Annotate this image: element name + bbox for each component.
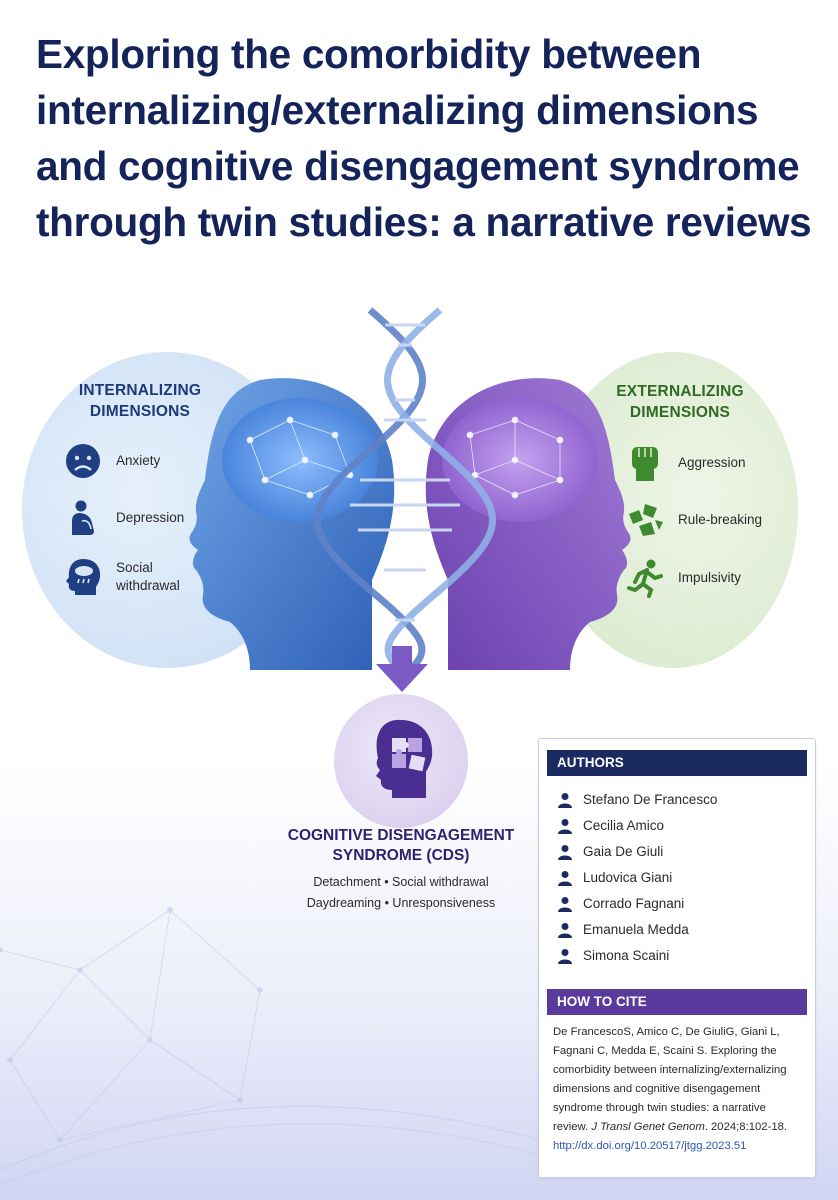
twin-heads-dna-illustration [189, 307, 631, 673]
citation-line: review. J Transl Genet Genom. 2024;8:102… [553, 1118, 805, 1137]
citation-line: dimensions and cognitive disengagement [553, 1083, 761, 1095]
citation-text: De FrancescoS, Amico C, De GiuliG, Giani… [553, 1023, 805, 1156]
author-item: Stefano De Francesco [557, 791, 717, 809]
author-name: Simona Scaini [583, 948, 670, 963]
person-icon [558, 949, 572, 964]
cds-desc-line: Detachment • Social withdrawal [313, 875, 489, 889]
how-to-cite-heading: HOW TO CITE [547, 989, 807, 1015]
purple-brain [442, 398, 598, 522]
externalizing-title-line: DIMENSIONS [629, 404, 731, 421]
title-line: Exploring the comorbidity between [36, 31, 702, 77]
person-icon [558, 819, 572, 834]
cds-circle [334, 694, 468, 828]
authors-heading: AUTHORS [547, 750, 807, 776]
person-icon [558, 871, 572, 886]
head-raincloud-icon [62, 556, 104, 598]
externalizing-title: EXTERNALIZING DIMENSIONS [590, 381, 770, 423]
title-line: and cognitive disengagement syndrome [36, 143, 800, 189]
author-name: Ludovica Giani [583, 870, 673, 885]
person-icon [558, 923, 572, 938]
item-label: Aggression [678, 455, 746, 470]
item-label: Depression [116, 510, 185, 525]
author-name: Emanuela Medda [583, 922, 689, 937]
poster-title: Exploring the comorbidity between intern… [36, 26, 816, 250]
citation-line: De FrancescoS, Amico C, De GiuliG, Giani… [553, 1026, 780, 1038]
title-line: through twin studies: a narrative review… [36, 199, 812, 245]
network-decoration [0, 907, 540, 1186]
author-name: Cecilia Amico [583, 818, 665, 833]
dna-helix [314, 307, 496, 673]
internalizing-title-line: DIMENSIONS [89, 403, 191, 420]
sitting-person-icon [62, 497, 104, 539]
broken-shapes-icon [624, 499, 666, 541]
down-arrow-icon [376, 646, 428, 692]
internalizing-title-line: INTERNALIZING [78, 382, 202, 399]
author-item: Corrado Fagnani [557, 895, 684, 913]
item-label: Rule-breaking [678, 512, 763, 527]
citation-line: syndrome through twin studies: a narrati… [553, 1102, 766, 1114]
item-label: Impulsivity [678, 570, 742, 585]
person-icon [558, 845, 572, 860]
author-item: Simona Scaini [557, 947, 669, 965]
externalizing-item-aggression: Aggression [624, 442, 746, 484]
blue-brain [222, 398, 378, 522]
internalizing-item-depression: Depression [62, 497, 184, 539]
puzzle-head-icon [376, 719, 433, 798]
item-label: Social withdrawal [116, 559, 180, 595]
item-label-line: Social [116, 560, 153, 575]
author-item: Emanuela Medda [557, 921, 689, 939]
doi-link[interactable]: http://dx.doi.org/10.20517/jtgg.2023.51 [553, 1140, 747, 1152]
sad-face-icon [62, 440, 104, 482]
author-item: Ludovica Giani [557, 869, 672, 887]
externalizing-item-impulsivity: Impulsivity [624, 557, 741, 599]
cds-description: Detachment • Social withdrawal Daydreami… [270, 872, 532, 914]
citation-line: comorbidity between internalizing/extern… [553, 1064, 787, 1076]
internalizing-item-anxiety: Anxiety [62, 440, 160, 482]
author-name: Gaia De Giuli [583, 844, 664, 859]
journal-name: J Transl Genet Genom [591, 1121, 705, 1133]
item-label: Anxiety [116, 453, 161, 468]
author-item: Gaia De Giuli [557, 843, 663, 861]
running-person-icon [624, 557, 666, 599]
cds-title: COGNITIVE DISENGAGEMENT SYNDROME (CDS) [270, 826, 532, 866]
fist-icon [624, 442, 666, 484]
citation-line: Fagnani C, Medda E, Scaini S. Exploring … [553, 1045, 777, 1057]
internalizing-title: INTERNALIZING DIMENSIONS [60, 380, 220, 422]
title-line: internalizing/externalizing dimensions [36, 87, 759, 133]
cds-title-line: SYNDROME (CDS) [332, 847, 470, 864]
item-label-line: withdrawal [116, 578, 180, 593]
internalizing-item-social-withdrawal: Social withdrawal [62, 556, 180, 598]
author-name: Stefano De Francesco [583, 792, 718, 807]
person-icon [558, 897, 572, 912]
cds-title-line: COGNITIVE DISENGAGEMENT [287, 827, 515, 844]
cds-desc-line: Daydreaming • Unresponsiveness [306, 896, 496, 910]
citation-suffix: . 2024;8:102-18. [704, 1121, 788, 1133]
person-icon [558, 793, 572, 808]
citation-prefix: review. [553, 1121, 592, 1133]
externalizing-item-rule-breaking: Rule-breaking [624, 499, 762, 541]
authors-citation-panel: AUTHORS Stefano De Francesco Cecilia Ami… [538, 738, 816, 1178]
author-item: Cecilia Amico [557, 817, 664, 835]
externalizing-title-line: EXTERNALIZING [616, 383, 744, 400]
author-name: Corrado Fagnani [583, 896, 685, 911]
